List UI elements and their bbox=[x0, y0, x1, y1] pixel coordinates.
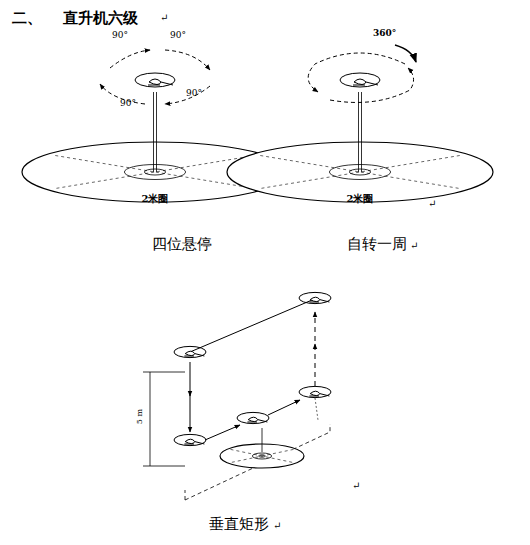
paragraph-mark: ↵ bbox=[273, 520, 281, 532]
dimension-label: 5 m bbox=[135, 409, 144, 424]
angle-label: 90° bbox=[186, 88, 202, 98]
inner-circle bbox=[252, 453, 271, 459]
rotor-disc bbox=[135, 73, 175, 87]
tail-boom bbox=[320, 394, 330, 396]
guide-line bbox=[315, 398, 318, 420]
center-circle bbox=[259, 455, 266, 457]
guide-line bbox=[260, 156, 460, 189]
helicopter-body bbox=[310, 297, 320, 301]
tail-boom bbox=[366, 82, 378, 85]
pole bbox=[262, 428, 263, 452]
path-line bbox=[205, 425, 240, 440]
path-arrow bbox=[315, 344, 316, 348]
angle-label: 90° bbox=[112, 30, 128, 40]
inner-circle bbox=[329, 165, 390, 180]
path-line bbox=[268, 400, 300, 415]
tail-boom bbox=[161, 82, 173, 85]
rotor-disc bbox=[174, 346, 206, 357]
rotor-disc bbox=[174, 434, 206, 445]
angle-label: 90° bbox=[170, 30, 186, 40]
figure-caption: 自转一周 bbox=[347, 236, 407, 253]
angle-label: 360° bbox=[373, 28, 396, 38]
circle-label: 2米圈 bbox=[347, 193, 374, 205]
inner-circle bbox=[124, 165, 185, 180]
skid bbox=[148, 85, 160, 86]
guide-line bbox=[55, 156, 255, 189]
paragraph-mark: ↵ bbox=[160, 12, 168, 24]
circle-label: 2米圈 bbox=[142, 193, 169, 205]
skid bbox=[309, 302, 319, 303]
rotation-arrow bbox=[330, 68, 414, 102]
pole bbox=[361, 92, 362, 172]
helicopter-body bbox=[149, 79, 161, 85]
paragraph-mark: ↵ bbox=[352, 480, 360, 492]
rotation-arrow bbox=[165, 86, 210, 104]
tail-boom bbox=[258, 420, 268, 422]
guide-line bbox=[55, 156, 255, 189]
figure-caption: 垂直矩形 bbox=[209, 516, 269, 533]
path-line bbox=[190, 362, 191, 432]
skid bbox=[184, 356, 194, 357]
pole bbox=[358, 92, 359, 172]
paragraph-mark: ↵ bbox=[410, 240, 418, 252]
rotation-arrow bbox=[165, 50, 210, 70]
path-arrow bbox=[190, 392, 191, 396]
base-line bbox=[185, 424, 330, 500]
rotor-disc bbox=[237, 412, 269, 423]
helicopter-body bbox=[185, 439, 195, 443]
skid bbox=[184, 444, 194, 445]
rotation-arrow bbox=[110, 50, 150, 68]
rotation-arrow bbox=[395, 45, 416, 62]
center-circle bbox=[349, 169, 370, 175]
paragraph-mark: ↵ bbox=[428, 198, 436, 210]
dimension-line bbox=[143, 372, 185, 466]
tail-boom bbox=[195, 442, 205, 444]
center-circle bbox=[144, 169, 165, 175]
angle-label: 90° bbox=[120, 98, 136, 108]
rotor-disc bbox=[340, 73, 380, 87]
rotor-disc bbox=[299, 292, 331, 303]
pole bbox=[156, 92, 157, 172]
guide-line bbox=[260, 156, 460, 189]
helicopter-body bbox=[185, 351, 195, 355]
helicopter-body bbox=[310, 391, 320, 395]
path-line bbox=[190, 300, 312, 352]
skid bbox=[309, 396, 319, 397]
path-line bbox=[315, 312, 316, 386]
pole bbox=[153, 92, 154, 172]
figure-caption: 四位悬停 bbox=[152, 236, 212, 253]
tail-boom bbox=[320, 300, 330, 302]
tail-boom bbox=[195, 354, 205, 356]
skid bbox=[353, 85, 365, 86]
rotor-disc bbox=[299, 386, 331, 397]
rotation-arrow bbox=[308, 53, 405, 92]
section-title: 二、 直升机六级 bbox=[12, 10, 138, 27]
helicopter-body bbox=[354, 79, 366, 85]
skid bbox=[247, 422, 257, 423]
helicopter-body bbox=[248, 417, 258, 421]
